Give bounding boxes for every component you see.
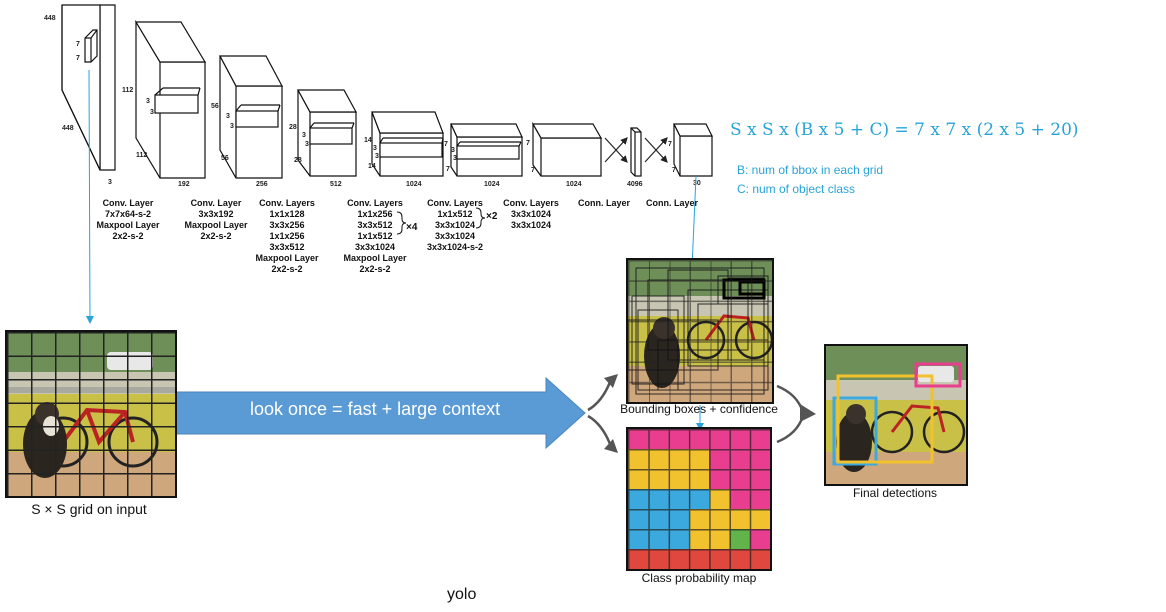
block-2-depth: 256 bbox=[256, 181, 268, 188]
layer-label-5: Conv. Layers 1x1x512 3x3x1024 3x3x1024 3… bbox=[426, 198, 484, 252]
block-3-dim-1: 28 bbox=[294, 157, 302, 164]
block-4-dim-2: 3 bbox=[373, 145, 377, 152]
block-5-dim-3: 3 bbox=[453, 155, 457, 162]
conv-block-6-shape bbox=[531, 121, 603, 177]
input-kernel-b: 7 bbox=[76, 55, 80, 62]
split-arrows bbox=[587, 381, 612, 445]
layer-label-8: Conn. Layer bbox=[645, 198, 699, 208]
layer-label-2: Conv. Layer 3x3x192 Maxpool Layer 2x2-s-… bbox=[184, 198, 248, 241]
input-depth: 3 bbox=[108, 179, 112, 186]
output-formula: S x S x (B x 5 + C) = 7 x 7 x (2 x 5 + 2… bbox=[730, 120, 1079, 140]
input-grid-image bbox=[5, 330, 177, 498]
conv-block-5-shape bbox=[450, 123, 523, 177]
look-once-arrow bbox=[174, 376, 586, 450]
block-1-dim-2: 3 bbox=[146, 98, 150, 105]
block-3-depth: 512 bbox=[330, 181, 342, 188]
block-6-dim-0: 7 bbox=[526, 140, 530, 147]
block-3-dim-3: 3 bbox=[305, 141, 309, 148]
conv-block-1-shape bbox=[134, 19, 207, 179]
final-detections-image bbox=[824, 344, 968, 486]
block-3-dim-2: 3 bbox=[302, 132, 306, 139]
note-c: C: num of object class bbox=[737, 182, 856, 196]
detection-box-bicycle bbox=[836, 374, 934, 464]
block-5-depth: 1024 bbox=[484, 181, 500, 188]
classmap-caption: Class probability map bbox=[641, 571, 757, 585]
block-6-depth: 1024 bbox=[566, 181, 582, 188]
conv-block-4-shape bbox=[371, 111, 444, 177]
block-2-dim-1: 56 bbox=[221, 155, 229, 162]
fc-depth: 4096 bbox=[627, 181, 643, 188]
block-5-dim-0: 7 bbox=[444, 141, 448, 148]
class-probability-map bbox=[626, 427, 772, 571]
output-dim-1: 7 bbox=[672, 167, 676, 174]
layer-label-1: Conv. Layer 7x7x64-s-2 Maxpool Layer 2x2… bbox=[96, 198, 160, 241]
repeat-note-2: ×2 bbox=[486, 211, 498, 222]
connection-cross-2 bbox=[644, 137, 668, 163]
block-1-dim-0: 112 bbox=[122, 87, 133, 94]
layer-label-3: Conv. Layers 1x1x128 3x3x256 1x1x256 3x3… bbox=[255, 198, 319, 274]
input-grid-caption: S × S grid on input bbox=[31, 501, 147, 517]
block-2-dim-0: 56 bbox=[211, 103, 219, 110]
layer-label-4: Conv. Layers 1x1x256 3x3x512 1x1x512 3x3… bbox=[343, 198, 407, 274]
block-6-dim-1: 7 bbox=[531, 167, 535, 174]
split-arrowheads bbox=[604, 374, 618, 453]
input-dim-side: 448 bbox=[62, 125, 74, 132]
block-2-dim-2: 3 bbox=[226, 113, 230, 120]
detection-box-car bbox=[914, 362, 962, 388]
block-4-dim-0: 14 bbox=[364, 137, 372, 144]
bbox-caption: Bounding boxes + confidence bbox=[620, 402, 778, 416]
block-5-dim-1: 7 bbox=[446, 166, 450, 173]
block-3-dim-0: 28 bbox=[289, 124, 297, 131]
block-2-dim-3: 3 bbox=[230, 123, 234, 130]
layer-label-7: Conn. Layer bbox=[577, 198, 631, 208]
conv-block-3-shape bbox=[296, 89, 358, 177]
repeat-brace-2 bbox=[475, 207, 486, 229]
block-1-dim-1: 112 bbox=[136, 152, 147, 159]
output-tensor-shape bbox=[673, 123, 713, 177]
block-4-depth: 1024 bbox=[406, 181, 422, 188]
conv-block-2-shape bbox=[219, 55, 283, 179]
detection-box-dog bbox=[832, 396, 878, 466]
connection-cross-1 bbox=[604, 137, 628, 163]
output-dim-0: 7 bbox=[668, 141, 672, 148]
block-4-dim-3: 3 bbox=[375, 153, 379, 160]
pointer-output-to-bbox bbox=[688, 175, 697, 269]
input-dim-top: 448 bbox=[44, 15, 56, 22]
final-caption: Final detections bbox=[852, 486, 938, 500]
bbox-image bbox=[626, 258, 774, 404]
block-1-dim-3: 3 bbox=[150, 109, 154, 116]
look-once-text: look once = fast + large context bbox=[250, 399, 501, 419]
repeat-brace-1 bbox=[396, 211, 407, 235]
layer-label-6: Conv. Layers 3x3x1024 3x3x1024 bbox=[503, 198, 559, 230]
repeat-note-4: ×4 bbox=[406, 222, 418, 233]
block-1-depth: 192 bbox=[178, 181, 190, 188]
block-5-dim-2: 3 bbox=[451, 147, 455, 154]
pointer-input-to-grid bbox=[85, 69, 94, 324]
fc-layer-shape bbox=[630, 127, 642, 177]
input-kernel-a: 7 bbox=[76, 41, 80, 48]
merge-arrowhead bbox=[800, 404, 816, 422]
block-4-dim-1: 14 bbox=[368, 163, 376, 170]
note-b: B: num of bbox in each grid bbox=[737, 163, 884, 177]
footer-caption: yolo bbox=[447, 586, 477, 603]
output-depth: 30 bbox=[693, 180, 701, 187]
final-photo-scene bbox=[826, 346, 966, 484]
input-layer-shape bbox=[61, 4, 116, 171]
